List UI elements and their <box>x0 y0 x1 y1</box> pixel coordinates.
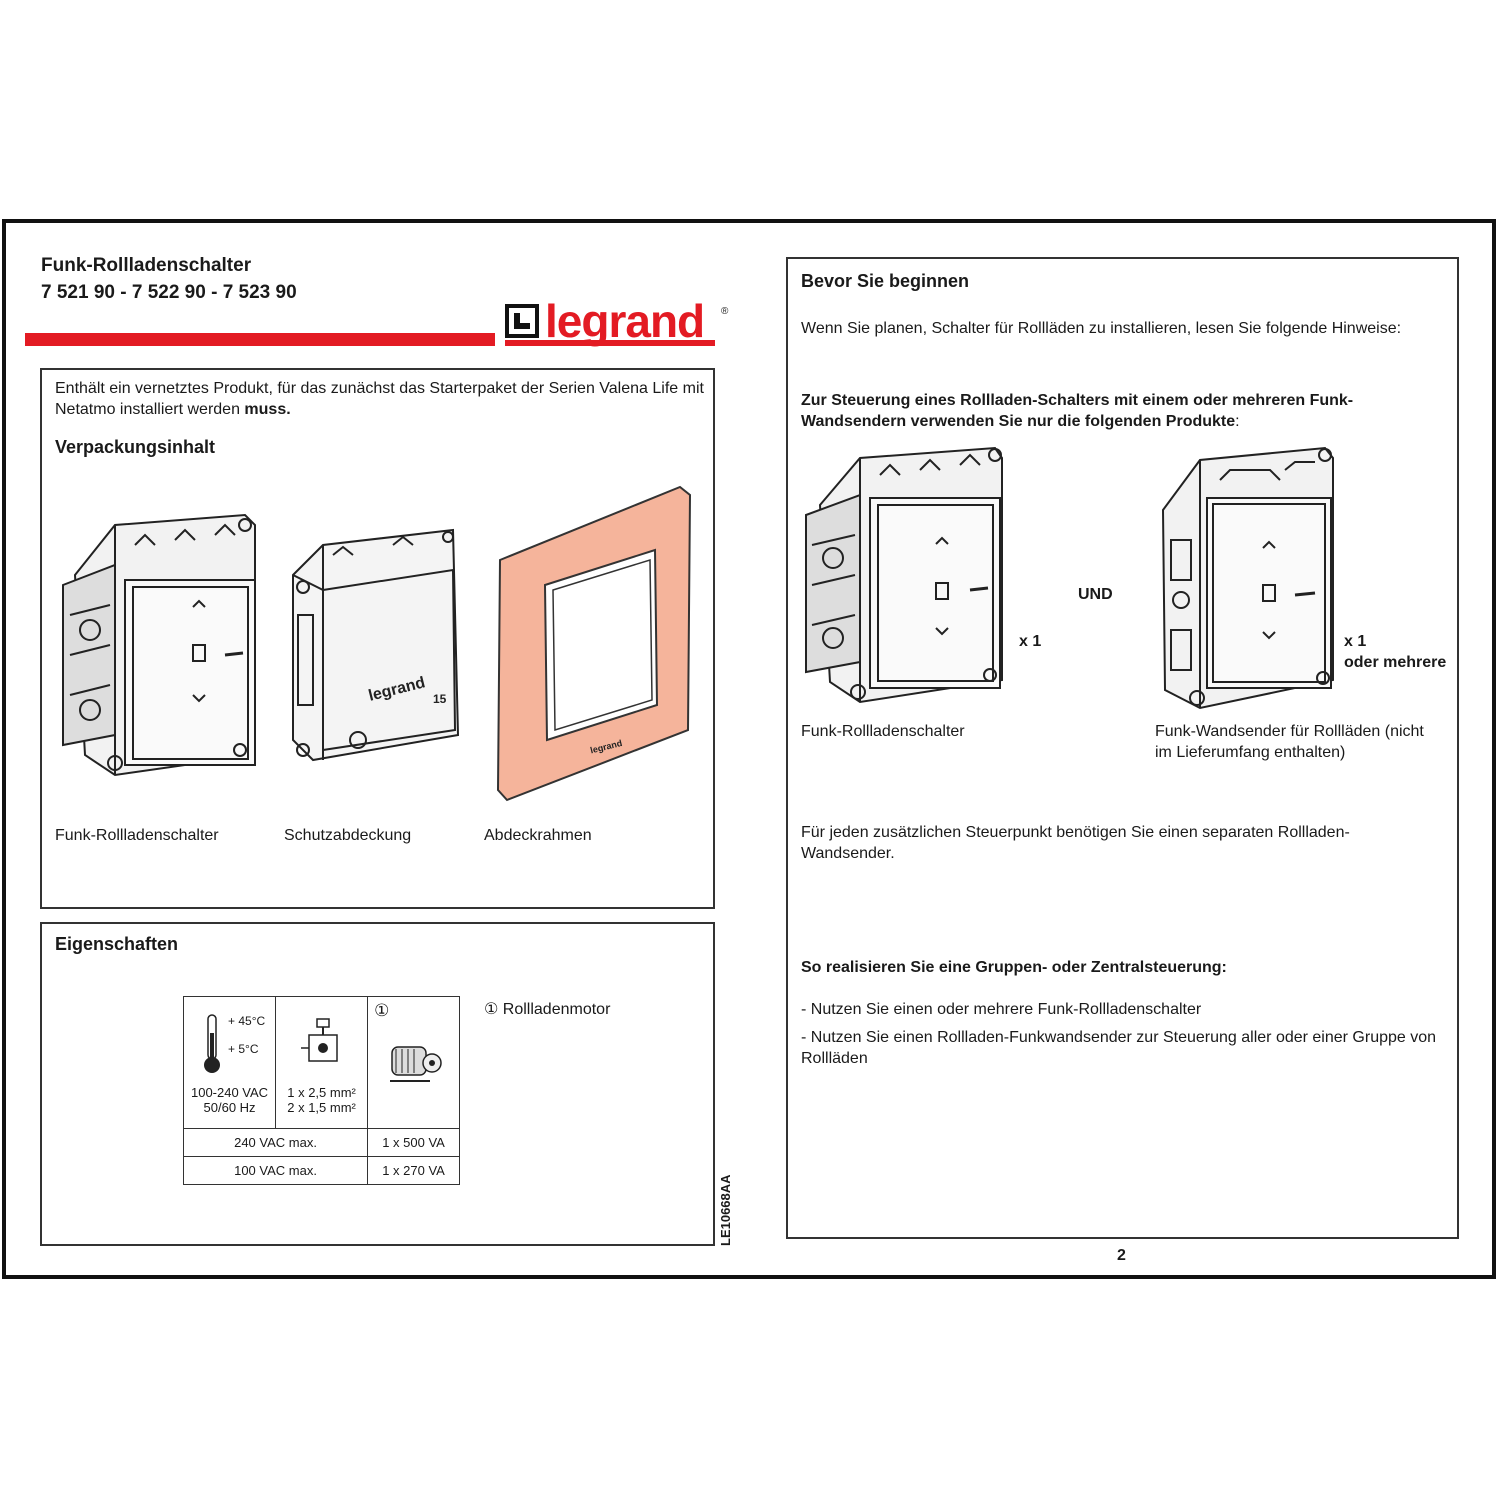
wire-cell: 1 x 2,5 mm² 2 x 1,5 mm² <box>275 996 369 1129</box>
right-switch-illustration <box>800 440 1010 710</box>
qty2-label: x 1 <box>1344 633 1367 650</box>
legrand-logo-text: legrand <box>545 295 705 347</box>
qty1-label: x 1 <box>1019 633 1042 650</box>
cover-illustration: legrand 15 <box>283 515 473 775</box>
right-intro: Wenn Sie planen, Schalter für Rollläden … <box>801 320 1402 337</box>
bold-line1: Zur Steuerung eines Rollladen-Schalters … <box>801 392 1354 409</box>
wall-transmitter-illustration <box>1155 440 1335 715</box>
package-box <box>40 368 715 909</box>
row2-label: 100 VAC max. <box>182 1156 369 1185</box>
before-you-begin-box <box>786 257 1459 1239</box>
qty2-extra: oder mehrere <box>1344 654 1447 671</box>
item-switch-label: Funk-Rollladenschalter <box>55 827 219 844</box>
right-label2: Funk-Wandsender für Rollläden (nicht im … <box>1155 723 1424 761</box>
right-bullet1: - Nutzen Sie einen oder mehrere Funk-Rol… <box>801 1001 1202 1018</box>
page-number: 2 <box>1117 1247 1126 1264</box>
wire-line2: 2 x 1,5 mm² <box>287 1100 356 1115</box>
motor-marker: ① <box>374 1001 390 1020</box>
red-header-bar-short <box>505 340 715 346</box>
properties-box <box>40 922 715 1246</box>
right-heading2: So realisieren Sie eine Gruppen- oder Ze… <box>801 959 1227 976</box>
spec-table: + 45°C + 5°C 100-240 VAC 50/60 Hz 1 x <box>182 996 460 1185</box>
bold-line2: Wandsendern verwenden Sie nur die folgen… <box>801 413 1240 430</box>
voltage-line2: 50/60 Hz <box>203 1100 256 1115</box>
right-heading: Bevor Sie beginnen <box>801 271 970 291</box>
package-heading: Verpackungsinhalt <box>55 437 216 457</box>
registered-mark: ® <box>721 306 729 317</box>
voltage-line1: 100-240 VAC <box>190 1085 269 1100</box>
temp-low: + 5°C <box>228 1042 259 1056</box>
right-bullet2: - Nutzen Sie einen Rollladen-Funkwandsen… <box>801 1029 1437 1067</box>
temperature-cell: + 45°C + 5°C 100-240 VAC 50/60 Hz <box>182 996 277 1129</box>
intro-paragraph: Enthält ein vernetztes Produkt, für das … <box>55 380 704 418</box>
switch-illustration <box>55 505 265 785</box>
temp-high: + 45°C <box>228 1014 266 1028</box>
frame-illustration: legrand <box>495 485 695 805</box>
legrand-logo-icon <box>505 304 539 338</box>
item-cover-label: Schutzabdeckung <box>284 827 412 844</box>
item-frame-label: Abdeckrahmen <box>484 827 592 844</box>
row1-label: 240 VAC max. <box>182 1128 369 1157</box>
doc-code: LE10668AA <box>718 1174 733 1246</box>
motor-legend: ① Rollladenmotor <box>484 1001 611 1018</box>
row2-value: 1 x 270 VA <box>367 1156 460 1185</box>
properties-heading: Eigenschaften <box>55 934 179 954</box>
svg-text:15: 15 <box>433 692 447 706</box>
row1-value: 1 x 500 VA <box>367 1128 460 1157</box>
page-sheet <box>2 219 1496 1279</box>
wire-line1: 1 x 2,5 mm² <box>287 1085 356 1100</box>
motor-icon <box>390 1046 442 1082</box>
motor-cell: ① <box>367 996 460 1129</box>
product-title: Funk-Rollladenschalter <box>41 255 252 276</box>
und-label: UND <box>1078 586 1113 603</box>
terminal-screw-icon <box>301 1018 338 1062</box>
product-codes: 7 521 90 - 7 522 90 - 7 523 90 <box>41 282 297 303</box>
right-label1: Funk-Rollladenschalter <box>801 723 965 740</box>
red-header-bar <box>25 333 495 346</box>
thermometer-icon <box>204 1014 220 1073</box>
right-para2: Für jeden zusätzlichen Steuerpunkt benöt… <box>801 824 1350 862</box>
